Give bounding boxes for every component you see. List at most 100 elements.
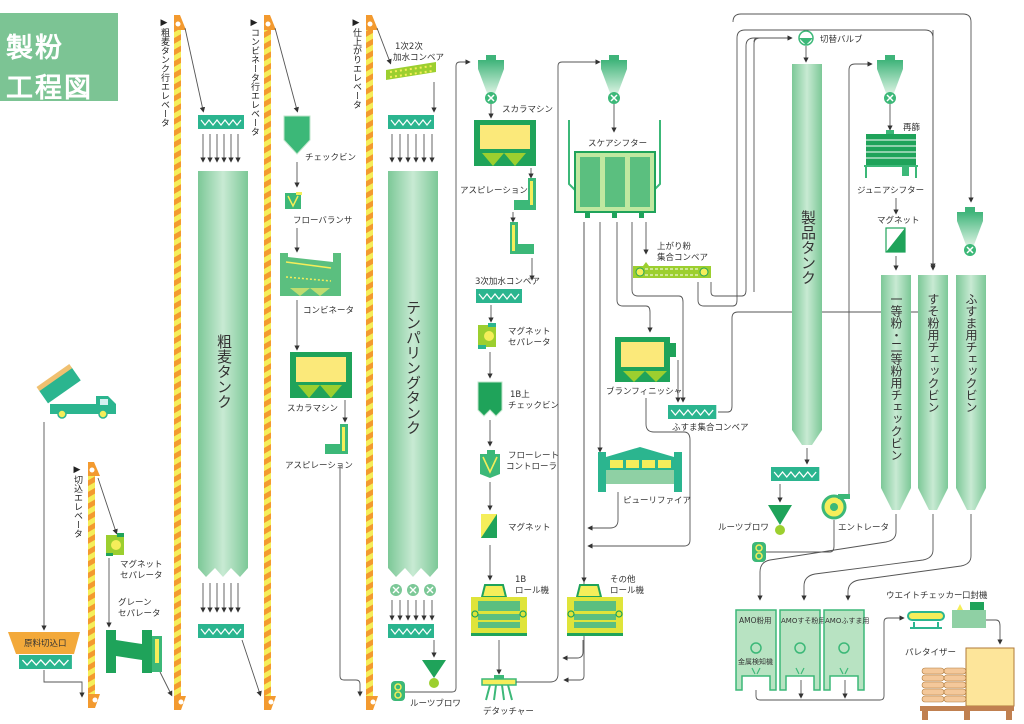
flow-line: [43, 670, 85, 698]
title-box: 製粉 工程図: [0, 13, 118, 104]
label-aspiration-b: アスピレーション: [460, 186, 528, 196]
flow-line: [697, 29, 936, 307]
flow-line: [755, 615, 905, 701]
flow-line: [801, 514, 934, 601]
flow-rate-controller: [480, 450, 500, 478]
magnet-separator-b: [478, 323, 496, 349]
label-grain-sep: グレーン: [118, 597, 152, 608]
flour-collecting-conveyor: [633, 262, 711, 278]
label-elevator-wheat-tank: ▶粗麦タンク行エレベータ: [159, 18, 170, 127]
label-raw-wheat-tank: 粗麦タンク: [215, 334, 233, 409]
cyclone-b: [600, 54, 628, 105]
spout-arrows: [389, 134, 435, 163]
label-magnet-sep-b: マグネット: [508, 326, 551, 337]
label-amo-fusuma: AMOふすま用: [825, 617, 869, 625]
flow-line: [631, 222, 686, 403]
raw-intake-hopper: 原料切込口: [8, 632, 80, 670]
page-title: 製粉 工程図: [6, 29, 93, 109]
elevator-intake: [88, 462, 100, 708]
cyclone-d: [956, 206, 984, 257]
label-switch-valve: 切替バルブ: [820, 34, 863, 45]
square-sifter: [568, 120, 661, 218]
flow-line: [241, 639, 262, 697]
raw-wheat-tank: [198, 171, 248, 577]
label-raw-intake: 原料切込口: [24, 638, 67, 649]
truck-icon: [36, 364, 116, 419]
entoleter: [821, 494, 850, 520]
label-weight-checker: ウエイトチェッカー: [886, 591, 963, 601]
label-entoleter: エントレータ: [838, 523, 889, 533]
label-flow-ctrl: フローレート: [508, 451, 559, 461]
label-aspiration-a: アスピレーション: [285, 461, 353, 471]
label-check-1b-2: チェックビン: [508, 401, 559, 411]
roll-mill-other: [567, 584, 623, 636]
label-check-bin: チェックビン: [305, 153, 356, 163]
sealer-machine: [952, 602, 986, 628]
label-suso-check-bin: すそ粉用チェックビン: [926, 293, 940, 413]
elevator-finishing: [366, 15, 378, 710]
tempering-tank: [388, 171, 438, 577]
bran-finisher: [615, 337, 676, 382]
scalper-a: [290, 352, 352, 398]
label-bran-conveyor: ふすま集合コンベア: [672, 422, 749, 433]
label-junior-sifter: ジュニアシフター: [857, 186, 924, 196]
magnet-separator-a: [106, 533, 124, 556]
flow-line: [376, 27, 392, 65]
amo-suso-unit: [779, 609, 821, 691]
aspiration-c: [510, 222, 534, 254]
cyclone-a: [477, 54, 505, 105]
title-line-1: 製粉: [6, 33, 64, 64]
roots-blower-b: [752, 505, 792, 562]
flow-line: [848, 61, 873, 494]
label-sealer: 口封機: [962, 590, 988, 601]
label-conveyor-12-2: 加水コンベア: [393, 52, 444, 63]
aspiration-a: [325, 424, 348, 454]
label-magnet-a: マグネット: [508, 522, 551, 533]
label-palletizer: パレタイザー: [905, 648, 956, 658]
flow-line: [757, 514, 897, 601]
label-check-1b: 1B上: [510, 390, 530, 400]
check-bin-a: [283, 115, 311, 155]
label-grain-sep-2: セパレータ: [118, 609, 161, 619]
grain-separator: [106, 630, 162, 673]
flow-line: [97, 477, 118, 535]
label-amo-suso: AMOすそ粉用: [781, 616, 825, 625]
flow-line: [562, 640, 584, 661]
spout-arrows: [389, 600, 435, 621]
label-elevator-finishing: ▶仕上がりエレベータ: [351, 18, 362, 109]
label-flow-ctrl-2: コントローラ: [506, 462, 557, 472]
label-scalper-a: スカラマシン: [287, 404, 338, 414]
check-bin-1b: [477, 381, 503, 417]
flow-line: [274, 27, 299, 113]
label-detacher: デタッチャー: [483, 706, 534, 717]
label-magnet-sep-a: マグネット: [120, 559, 163, 570]
flow-line: [405, 59, 471, 693]
scalper-b: [474, 120, 536, 166]
label-scalper-b: スカラマシン: [502, 105, 553, 115]
label-conveyor-3: 3次加水コンベア: [475, 276, 540, 287]
flow-line: [587, 398, 691, 549]
switch-valve: [798, 30, 814, 46]
suso-check-bin: [918, 275, 948, 510]
label-grade-12-check-bin: 一等粉・二等粉用チェックビン: [889, 293, 903, 461]
conveyor-12: [386, 62, 436, 80]
flow-line: [184, 27, 206, 113]
flow-line: [986, 619, 1003, 645]
label-magnet-b: マグネット: [877, 215, 920, 226]
label-roll-other-2: ロール機: [610, 585, 645, 596]
flow-line: [732, 13, 974, 203]
label-product-tank: 製品タンク: [799, 210, 817, 285]
flow-balancer: [285, 192, 302, 209]
magnet-b: [885, 227, 906, 253]
weight-checker: [907, 611, 945, 629]
flow-line: [718, 311, 920, 413]
flow-line: [563, 222, 585, 683]
label-flow-balancer: フローバランサ: [293, 216, 352, 226]
flow-line: [587, 492, 619, 531]
cyclone-c: [876, 54, 904, 105]
label-flour-conveyor-2: 集合コンベア: [657, 252, 708, 263]
label-roll-1b: 1B: [515, 575, 526, 585]
elevator-combinator: [264, 15, 276, 710]
roll-mill-1b: [471, 584, 527, 636]
